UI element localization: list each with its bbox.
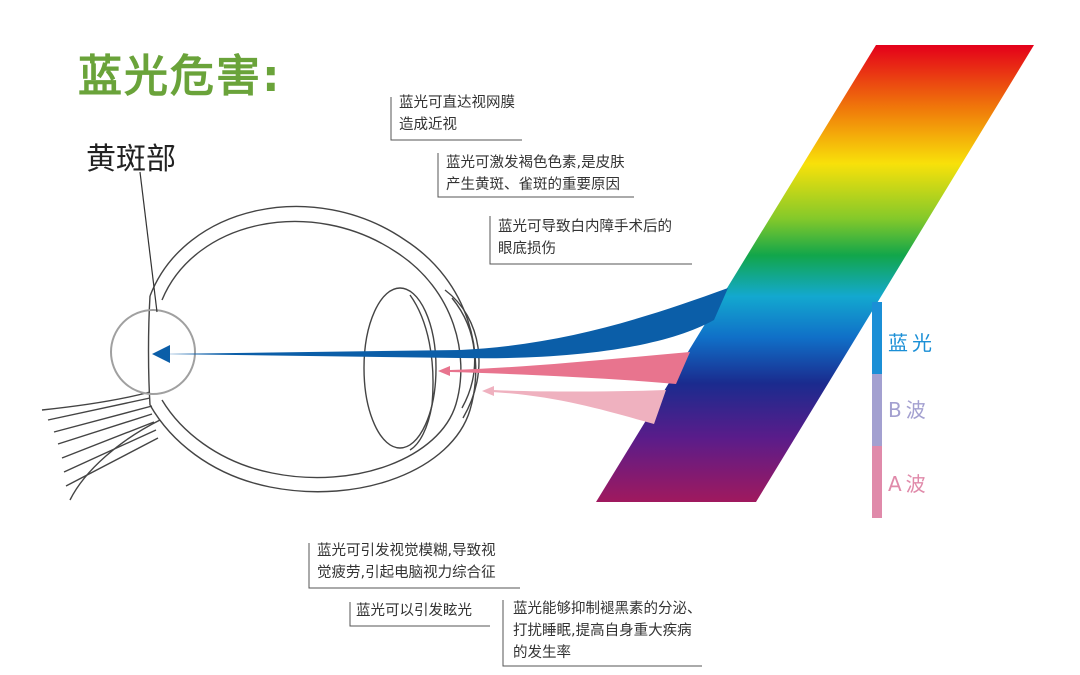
note-pigment-spots: 蓝光可激发褐色色素,是皮肤 产生黄斑、雀斑的重要原因 <box>446 155 625 193</box>
light-pink-ray-arrowhead <box>482 386 494 396</box>
band-label-a-wave: A波 <box>888 472 930 496</box>
page-title: 蓝光危害: <box>78 51 282 102</box>
pink-ray <box>450 352 690 384</box>
band-bar-b-wave <box>872 374 882 446</box>
pink-ray-arrowhead <box>438 366 450 376</box>
note-melatonin-sleep: 蓝光能够抑制褪黑素的分泌、 打扰睡眠,提高自身重大疾病 的发生率 <box>513 601 702 661</box>
band-label-b-wave: B波 <box>888 398 930 422</box>
blue-ray <box>160 288 728 359</box>
eye-illustration <box>41 205 480 501</box>
band-label-blue: 蓝光 <box>888 331 936 355</box>
band-bar-a-wave <box>872 446 882 518</box>
note-glare: 蓝光可以引发眩光 <box>356 603 472 619</box>
macula-label: 黄斑部 <box>86 142 176 177</box>
note-cataract-damage: 蓝光可导致白内障手术后的 眼底损伤 <box>498 219 672 257</box>
blue-ray-arrowhead <box>152 345 170 363</box>
note-brackets <box>308 97 702 667</box>
light-pink-ray <box>492 390 666 424</box>
note-retina-myopia: 蓝光可直达视网膜 造成近视 <box>399 95 515 133</box>
macula-leader <box>139 171 158 313</box>
spectrum-band <box>596 45 1034 502</box>
note-visual-fatigue: 蓝光可引发视觉模糊,导致视 觉疲劳,引起电脑视力综合征 <box>317 543 496 581</box>
macula-circle <box>110 309 196 395</box>
band-bar-blue <box>872 302 882 374</box>
